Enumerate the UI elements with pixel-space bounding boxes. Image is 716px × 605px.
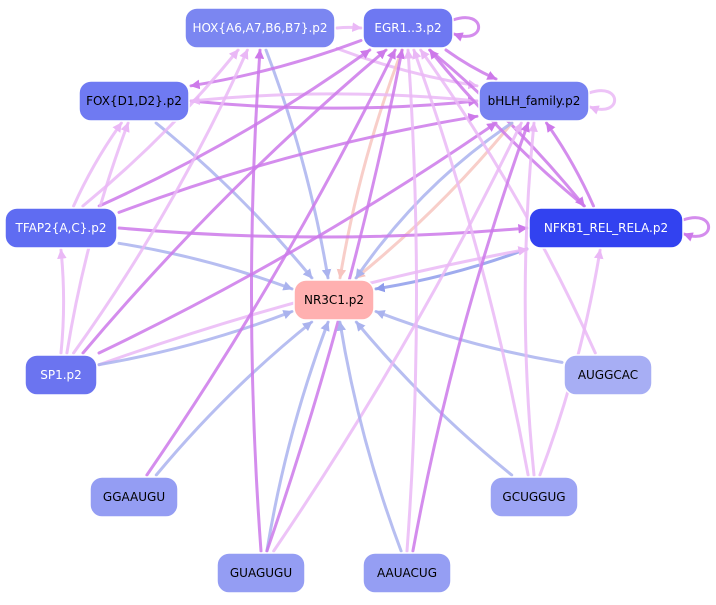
- edge-bhlh-to-nr3c1: [354, 121, 514, 280]
- edge-nfkb-to-bhlh: [545, 121, 595, 208]
- node-box-nr3c1: [293, 279, 375, 321]
- node-label-hox: HOX{A6,A7,B6,B7}.p2: [192, 21, 327, 35]
- edge-tfap-to-fox: [72, 121, 123, 208]
- edge-tfap-to-hox: [81, 48, 240, 208]
- edge-guagugu-to-hox: [249, 48, 265, 553]
- edge-sp1-to-egr: [81, 48, 388, 355]
- edge-egr-to-bhlh: [444, 48, 498, 81]
- node-box-tfap: [4, 207, 118, 249]
- node-guagugu: GUAGUGU: [216, 552, 306, 594]
- edge-aauacug-to-egr: [403, 48, 419, 553]
- node-box-egr: [362, 7, 454, 49]
- edge-hox-to-nr3c1: [264, 48, 332, 280]
- node-label-nr3c1: NR3C1.p2: [304, 293, 364, 307]
- edge-gcuggug-to-nr3c1: [354, 320, 514, 477]
- edge-nfkb-to-nr3c1: [374, 247, 529, 293]
- node-label-guagugu: GUAGUGU: [230, 566, 292, 580]
- node-label-gcuggug: GCUGGUG: [502, 490, 565, 504]
- node-nr3c1: NR3C1.p2: [293, 279, 375, 321]
- node-box-hox: [184, 7, 336, 49]
- edge-guagugu-to-nr3c1: [265, 320, 330, 553]
- node-box-aauacug: [362, 552, 452, 594]
- edge-gcuggug-to-bhlh: [523, 121, 538, 477]
- node-label-sp1: SP1.p2: [40, 368, 82, 382]
- edge-sp1-to-nr3c1: [97, 310, 294, 367]
- edge-nfkb-to-nfkb: [681, 216, 710, 242]
- node-label-fox: FOX{D1,D2}.p2: [86, 94, 182, 108]
- node-sp1: SP1.p2: [24, 354, 98, 396]
- node-label-egr: EGR1..3.p2: [374, 21, 441, 35]
- edge-hox-to-egr: [335, 22, 363, 32]
- node-nfkb: NFKB1_REL_RELA.p2: [528, 207, 684, 249]
- edge-hox-to-bhlh: [335, 47, 479, 90]
- edge-aauacug-to-nr3c1: [336, 320, 403, 553]
- edge-bhlh-to-nr3c1: [354, 121, 514, 280]
- edge-bhlh-to-bhlh: [587, 89, 616, 115]
- node-box-bhlh: [478, 80, 590, 122]
- node-gcuggug: GCUGGUG: [489, 476, 579, 518]
- edge-nfkb-to-egr: [428, 48, 586, 208]
- node-tfap: TFAP2{A,C}.p2: [4, 207, 118, 249]
- node-fox: FOX{D1,D2}.p2: [78, 80, 190, 122]
- edge-aauacug-to-bhlh: [411, 121, 530, 553]
- edge-ggaaugu-to-nr3c1: [154, 320, 314, 477]
- node-box-gcuggug: [489, 476, 579, 518]
- edge-auggcac-to-nr3c1: [374, 310, 564, 364]
- node-label-bhlh: bHLH_family.p2: [488, 94, 581, 108]
- node-box-sp1: [24, 354, 98, 396]
- node-bhlh: bHLH_family.p2: [478, 80, 590, 122]
- node-box-ggaaugu: [89, 476, 179, 518]
- edge-layer: [57, 16, 710, 553]
- edge-gcuggug-to-egr: [412, 48, 530, 477]
- node-egr: EGR1..3.p2: [362, 7, 454, 49]
- node-label-nfkb: NFKB1_REL_RELA.p2: [544, 221, 668, 235]
- node-layer: HOX{A6,A7,B6,B7}.p2 EGR1..3.p2FOX{D1,D2}.…: [4, 7, 684, 594]
- node-box-fox: [78, 80, 190, 122]
- edge-auggcac-to-egr: [419, 48, 597, 355]
- node-box-guagugu: [216, 552, 306, 594]
- edge-fox-to-bhlh: [189, 97, 479, 110]
- node-aauacug: AAUACUG: [362, 552, 452, 594]
- edge-ggaaugu-to-egr: [145, 48, 397, 477]
- node-box-auggcac: [563, 354, 653, 396]
- node-label-ggaaugu: GGAAUGU: [103, 490, 165, 504]
- edge-sp1-to-hox: [72, 48, 249, 355]
- node-label-aauacug: AAUACUG: [377, 566, 437, 580]
- node-box-nfkb: [528, 207, 684, 249]
- edge-guagugu-to-bhlh: [272, 121, 523, 553]
- edge-egr-to-egr: [451, 16, 480, 42]
- edge-tfap-to-egr: [97, 48, 372, 208]
- node-hox: HOX{A6,A7,B6,B7}.p2: [184, 7, 336, 49]
- node-label-tfap: TFAP2{A,C}.p2: [15, 221, 107, 235]
- edge-egr-to-nr3c1: [336, 48, 404, 280]
- edge-fox-to-nr3c1: [154, 121, 314, 280]
- edge-sp1-to-tfap: [57, 248, 67, 355]
- edge-tfap-to-bhlh: [117, 112, 479, 214]
- node-label-auggcac: AUGGCAC: [578, 368, 638, 382]
- node-ggaaugu: GGAAUGU: [89, 476, 179, 518]
- edge-sp1-to-bhlh: [97, 121, 498, 355]
- node-auggcac: AUGGCAC: [563, 354, 653, 396]
